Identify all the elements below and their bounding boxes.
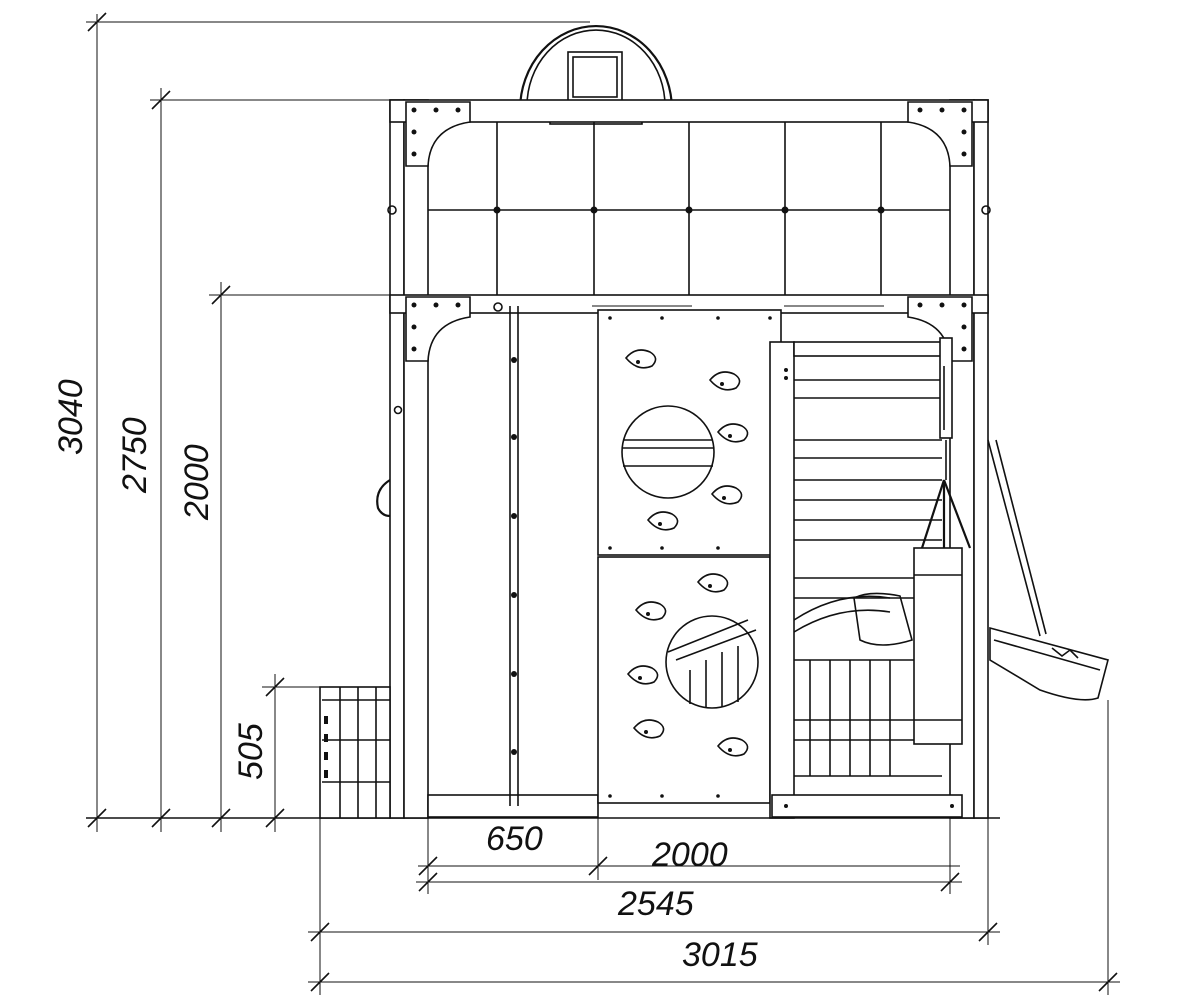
dim-label-2000-vertical: 2000 <box>178 444 216 521</box>
climbing-hold-icon <box>708 371 741 391</box>
dimension-frame-height: 2750 <box>116 88 400 832</box>
dim-label-3040: 3040 <box>52 379 90 455</box>
climbing-hold-icon <box>716 737 749 757</box>
rope-ladder <box>509 306 519 806</box>
climbing-wall <box>597 309 782 804</box>
climbing-hold-icon <box>632 719 665 739</box>
corner-bracket-top-right <box>907 101 973 167</box>
steps <box>319 405 403 819</box>
dimension-deck-height: 2000 <box>178 282 400 832</box>
dim-label-650: 650 <box>486 820 543 858</box>
dim-label-2545: 2545 <box>617 885 694 923</box>
dimension-step-height: 505 <box>232 674 322 832</box>
corner-bracket-top-left <box>405 101 471 167</box>
swing <box>913 337 972 745</box>
climbing-hold-icon <box>624 349 657 369</box>
climbing-hold-icon <box>696 573 729 593</box>
main-frame <box>389 99 989 819</box>
dim-label-505: 505 <box>232 723 270 780</box>
dimension-module-width: 2000 <box>588 818 960 894</box>
dimension-ladder-width: 650 <box>418 818 608 894</box>
dimension-overall-width: 3015 <box>308 687 1120 995</box>
wall-bars <box>769 341 963 819</box>
dimension-base-width: 2545 <box>416 872 962 923</box>
climbing-hold-icon <box>646 511 679 531</box>
dim-label-2750: 2750 <box>116 417 154 494</box>
corner-bracket-mid-left <box>405 296 471 362</box>
dim-label-3015: 3015 <box>682 936 758 974</box>
climbing-hold-icon <box>716 423 749 443</box>
slide <box>853 439 1109 701</box>
dim-label-2000-horizontal: 2000 <box>651 836 728 874</box>
climbing-hold-icon <box>710 485 743 505</box>
net-grid <box>387 122 991 295</box>
climbing-hold-icon <box>626 665 659 685</box>
climbing-hold-icon <box>634 601 667 621</box>
